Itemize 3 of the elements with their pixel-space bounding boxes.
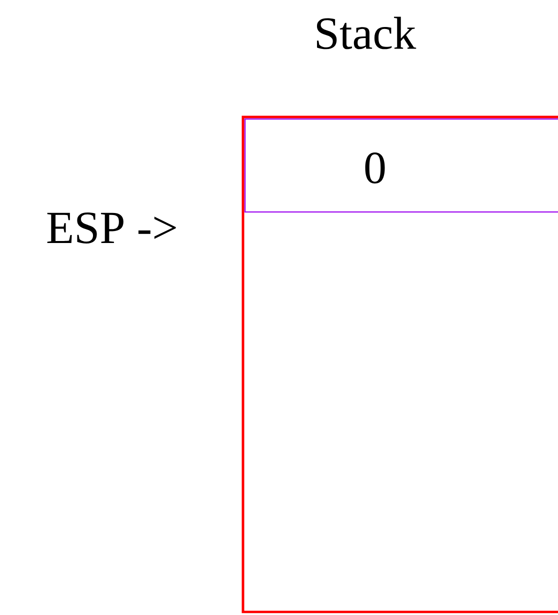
stack-slot: 0 [244,118,558,213]
pointer-label: ESP -> [47,212,176,244]
node-label: Stack [316,16,416,50]
